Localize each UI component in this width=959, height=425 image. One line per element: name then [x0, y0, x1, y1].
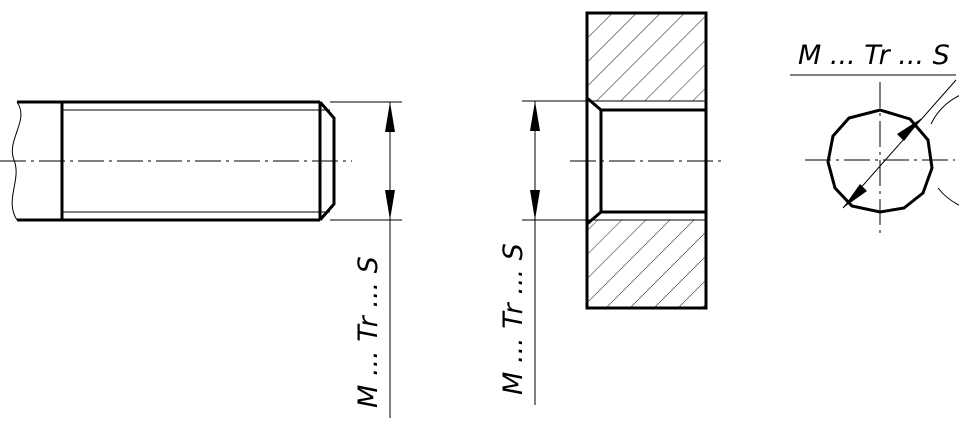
hatch-area-bottom	[587, 220, 706, 308]
external-thread-view: M ... Tr ... S	[0, 100, 402, 418]
chamfer-bottom	[586, 210, 602, 226]
break-line	[11, 101, 22, 221]
thread-designation-label: M ... Tr ... S	[798, 40, 950, 71]
thread-minor-circle	[826, 108, 934, 214]
diameter-arrow-upper	[897, 118, 922, 141]
diameter-arrow-lower	[843, 184, 867, 208]
chamfer-top	[586, 96, 602, 112]
thread-end-view: M ... Tr ... S	[790, 40, 959, 238]
thread-designation-label: M ... Tr ... S	[498, 243, 529, 395]
dimension-arrow-top	[530, 101, 540, 131]
internal-thread-section: M ... Tr ... S	[498, 11, 722, 405]
thread-designation-label: M ... Tr ... S	[353, 256, 384, 408]
hatch-area-top	[587, 13, 706, 101]
dimension-arrow-bottom	[530, 190, 540, 220]
thread-major-arc	[930, 95, 959, 206]
dimension-arrow-bottom	[385, 190, 395, 220]
dimension-arrow-top	[385, 102, 395, 132]
